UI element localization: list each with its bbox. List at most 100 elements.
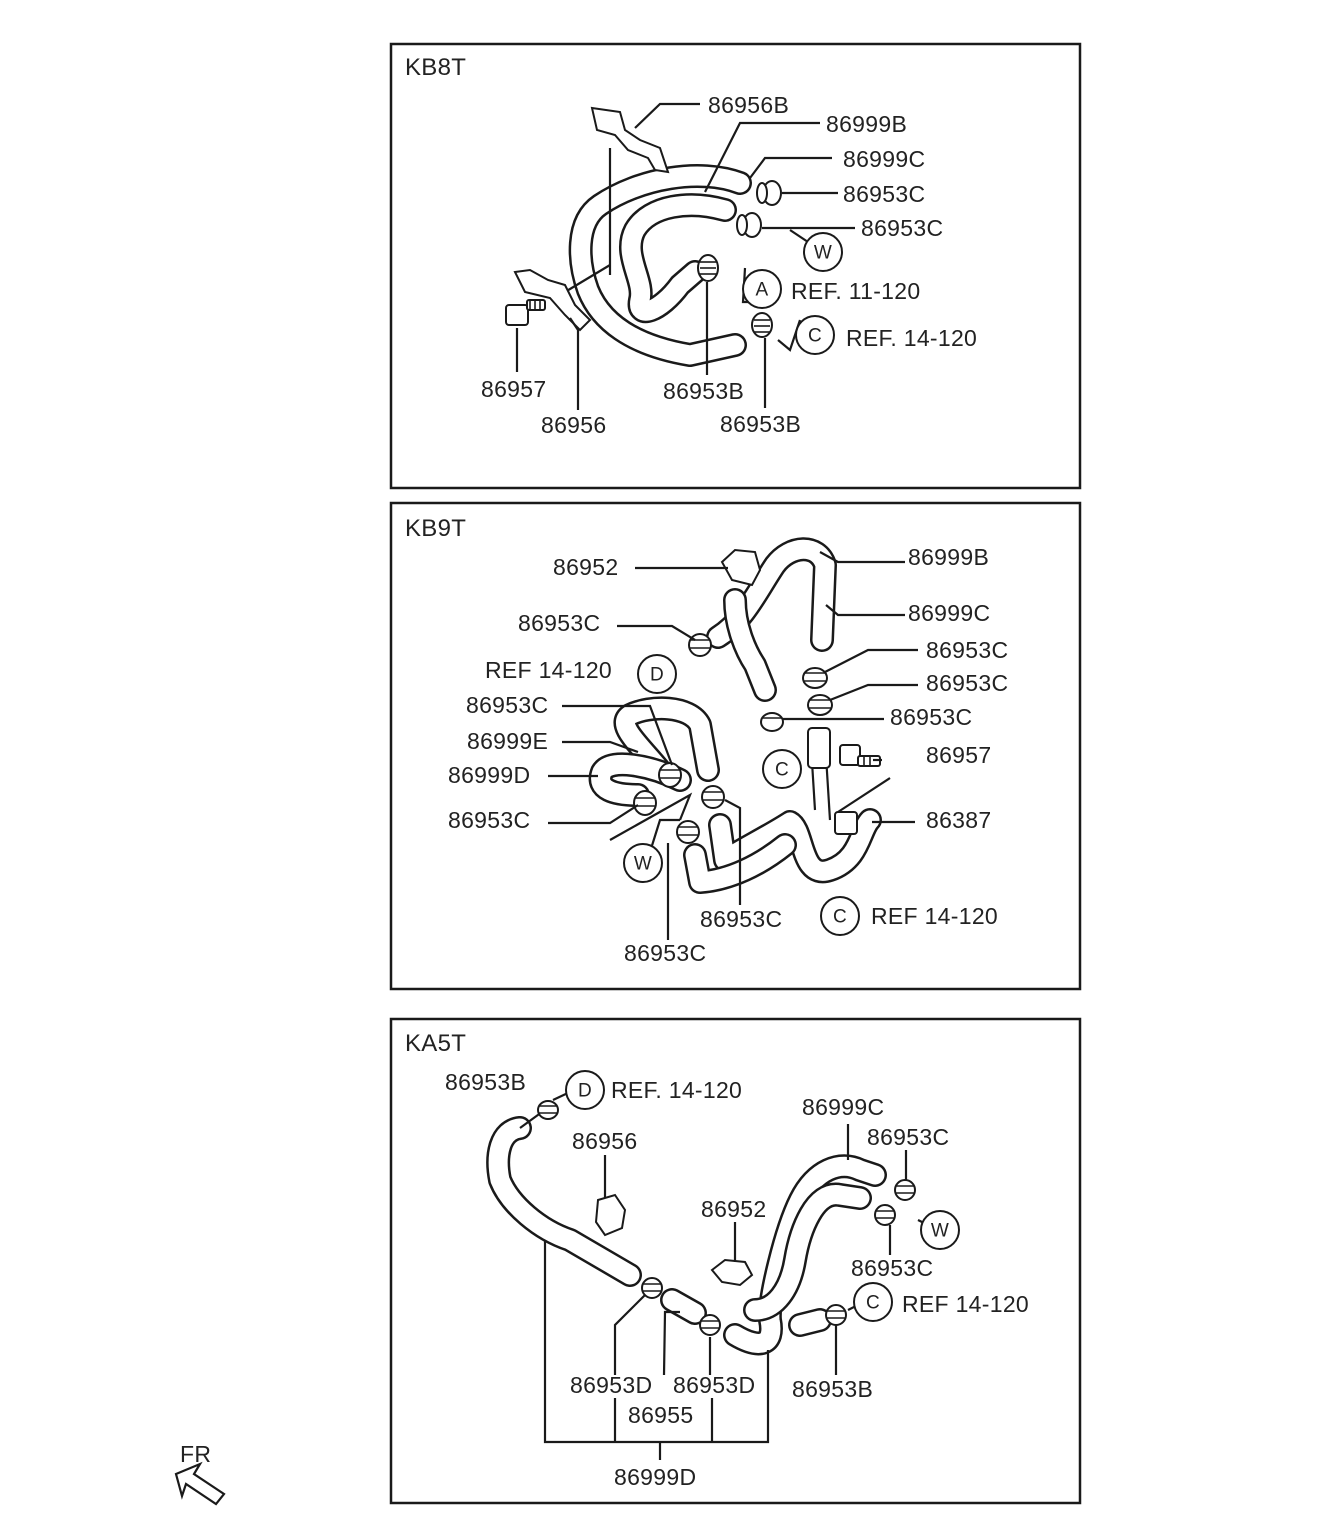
panel-frame [389,501,1082,991]
part-label: 86953C [890,704,972,730]
callout-circle-w: W [623,843,663,883]
part-label: 86953C [926,637,1008,663]
part-label: 86387 [926,807,991,833]
part-label: 86999C [802,1094,884,1120]
clamp-icon [760,712,784,732]
part-label: 86999B [826,111,907,137]
part-label: 86953C [448,807,530,833]
bolt-86957 [505,299,546,326]
panel-frame [389,42,1082,490]
part-label: 86953B [792,1376,873,1402]
part-label: 86957 [481,376,546,402]
part-label: 86953D [570,1372,652,1398]
hose-drawing [559,148,752,367]
part-label: 86953B [720,411,801,437]
part-label: 86953C [867,1124,949,1150]
svg-text:A: A [756,280,769,301]
callout-circle-w: W [803,232,843,272]
clamp-icon [756,180,782,206]
callout-circle-c: C [853,1282,893,1322]
clamp-icon [697,254,719,282]
part-label: 86999E [467,728,548,754]
clamp-icon [874,1204,896,1226]
clamp-icon [641,1277,663,1299]
callout-circle-a: A [742,269,782,309]
ref-label: REF 14-120 [902,1291,1029,1317]
svg-text:W: W [634,854,652,875]
clamp-icon [676,820,700,844]
clamp-icon [701,785,725,809]
callout-circle-c: C [820,896,860,936]
part-label: 86956 [541,412,606,438]
panel-title: KA5T [405,1030,466,1057]
callout-circle-c: C [762,749,802,789]
hose-drawing [588,537,891,894]
clamp-icon [751,312,773,338]
panel-kb8t: KB8T [389,42,1082,490]
callout-circle-d: D [565,1070,605,1110]
panel-title: KB9T [405,515,466,542]
part-label: 86999C [908,600,990,626]
clamp-icon [658,762,682,788]
part-label: 86953C [700,906,782,932]
part-label: 86952 [553,554,618,580]
part-label: 86953D [673,1372,755,1398]
clamp-icon [736,212,762,238]
svg-text:C: C [833,907,847,928]
bracket-86952 [710,1258,754,1287]
part-label: 86999C [843,146,925,172]
part-label: 86999D [614,1464,696,1490]
clamp-icon [633,790,657,816]
panel-ka5t: KA5T [389,1017,1082,1505]
clamp-icon [825,1304,847,1326]
clamp-icon [537,1100,559,1120]
panel-title: KB8T [405,54,466,81]
part-label: 86999B [908,544,989,570]
svg-text:W: W [814,243,832,264]
part-label: 86956B [708,92,789,118]
bracket-86956B [590,106,670,174]
svg-text:W: W [931,1221,949,1242]
part-label: 86953C [926,670,1008,696]
bracket-86956 [594,1193,627,1237]
callout-circle-w: W [920,1210,960,1250]
callout-circle-c: C [795,315,835,355]
bolt-86957 [839,744,881,767]
svg-text:C: C [866,1293,880,1314]
part-label: 86956 [572,1128,637,1154]
front-direction-indicator: FR [174,1441,226,1506]
part-label: 86999D [448,762,530,788]
svg-text:C: C [808,326,822,347]
panel-kb9t: KB9T [389,501,1082,991]
ref-label: REF. 14-120 [611,1077,742,1103]
svg-text:D: D [650,665,664,686]
callout-circle-d: D [637,654,677,694]
bracket-86952 [720,548,762,587]
ref-label: REF 14-120 [871,903,998,929]
part-label: 86952 [701,1196,766,1222]
clamp-icon [807,694,833,716]
part-label: 86953C [861,215,943,241]
part-label: 86955 [628,1402,693,1428]
svg-text:D: D [578,1081,592,1102]
leader-lines [515,102,855,410]
part-label: 86953C [466,692,548,718]
hose-drawing [486,1111,887,1356]
part-label: 86953C [518,610,600,636]
svg-text:C: C [775,760,789,781]
part-label: 86953B [663,378,744,404]
ref-label: REF. 11-120 [791,278,920,304]
ref-label: REF 14-120 [485,657,612,683]
front-label: FR [180,1441,211,1467]
leader-lines [543,1091,931,1460]
clamp-icon [699,1314,721,1336]
part-label: 86953B [445,1069,526,1095]
clamp-icon [894,1179,916,1201]
bracket-86956 [513,268,592,332]
part-label: 86953C [843,181,925,207]
leader-lines [548,551,918,940]
arrow-up-left-icon [174,1461,226,1506]
panel-frame [389,1017,1082,1505]
part-label: 86957 [926,742,991,768]
